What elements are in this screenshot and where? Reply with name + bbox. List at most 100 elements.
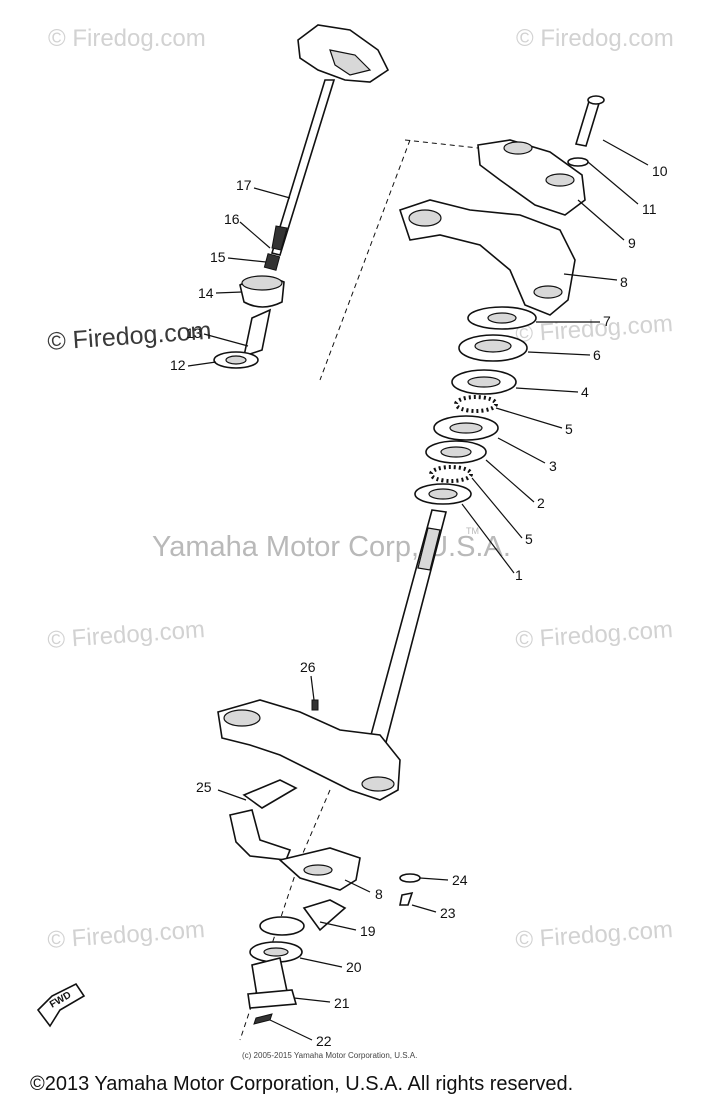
bolt-10 bbox=[574, 97, 602, 147]
callout-9: 9 bbox=[628, 235, 636, 251]
small-nut bbox=[263, 253, 281, 271]
callout-16: 16 bbox=[224, 211, 240, 227]
bolt-10-head bbox=[587, 95, 605, 105]
guide-line-upper bbox=[319, 139, 411, 381]
fwd-arrow: FWD bbox=[36, 982, 86, 1028]
callout-25: 25 bbox=[196, 779, 212, 795]
collar-21-flange bbox=[247, 989, 298, 1009]
callout-24: 24 bbox=[452, 872, 468, 888]
cover-6-hole bbox=[474, 339, 512, 353]
collar-top bbox=[241, 275, 283, 291]
ring-nut-7-hole bbox=[487, 312, 517, 324]
holder-hole-b bbox=[545, 173, 575, 187]
callout-7: 7 bbox=[603, 313, 611, 329]
leader-4 bbox=[515, 387, 579, 393]
leader-25 bbox=[217, 789, 247, 801]
lower-bracket bbox=[217, 699, 401, 801]
callout-12: 12 bbox=[170, 357, 186, 373]
callout-3: 3 bbox=[549, 458, 557, 474]
plate-19 bbox=[259, 916, 305, 936]
leader-19 bbox=[319, 921, 357, 931]
leader-16 bbox=[239, 221, 271, 249]
leader-17 bbox=[253, 187, 291, 199]
washer-20-hole bbox=[263, 947, 289, 957]
race-3-hole bbox=[449, 422, 483, 434]
watermark-lower-left: © Firedog.com bbox=[47, 616, 206, 654]
callout-5-lower: 5 bbox=[525, 531, 533, 547]
callout-11: 11 bbox=[642, 201, 657, 217]
watermark-bottom-right: © Firedog.com bbox=[515, 916, 674, 954]
callout-15: 15 bbox=[210, 249, 226, 265]
brand-watermark: Yamaha Motor Corp, U.S.A. bbox=[152, 531, 511, 563]
leader-12 bbox=[187, 361, 217, 367]
stay-25 bbox=[229, 809, 292, 861]
holder-hole-a bbox=[503, 141, 533, 155]
leader-23 bbox=[411, 904, 437, 913]
callout-22: 22 bbox=[316, 1033, 332, 1049]
callout-21: 21 bbox=[334, 995, 350, 1011]
guide-line-lower-joint bbox=[299, 789, 331, 861]
callout-labels: 10 11 9 8 7 6 4 5 3 2 5 1 17 16 15 14 13… bbox=[170, 163, 668, 1049]
race-2-hole bbox=[440, 446, 472, 458]
leader-10 bbox=[602, 139, 649, 166]
watermarks: © Firedog.com © Firedog.com © Firedog.co… bbox=[46, 25, 673, 954]
handlebar-bolt-assembly bbox=[213, 24, 390, 369]
lower-parts bbox=[229, 779, 421, 1025]
guide-line-top bbox=[404, 139, 479, 149]
leader-15 bbox=[227, 257, 267, 263]
small-copyright: (c) 2005-2015 Yamaha Motor Corporation, … bbox=[242, 1051, 417, 1060]
race-4-hole bbox=[467, 376, 501, 388]
callout-17: 17 bbox=[236, 177, 252, 193]
upper-bracket-assembly bbox=[398, 95, 605, 316]
callout-10: 10 bbox=[652, 163, 668, 179]
leader-5-upper bbox=[495, 407, 563, 429]
leader-11 bbox=[587, 161, 639, 205]
watermark-mid-right: © Firedog.com bbox=[515, 310, 674, 348]
lower-bracket-hole-right bbox=[361, 776, 395, 792]
bracket-hole-bottom bbox=[533, 285, 563, 299]
watermark-bottom-left: © Firedog.com bbox=[47, 916, 206, 954]
plate-19-tab bbox=[302, 899, 347, 932]
callout-4: 4 bbox=[581, 384, 589, 400]
pin-22 bbox=[253, 1013, 273, 1025]
stopper-25 bbox=[242, 779, 298, 809]
leader-14 bbox=[215, 291, 243, 294]
leader-21 bbox=[293, 997, 331, 1003]
leader-13 bbox=[203, 333, 249, 347]
leader-22 bbox=[269, 1019, 313, 1041]
bearing-stack bbox=[414, 306, 537, 505]
leader-24 bbox=[419, 877, 449, 881]
watermark-top-left: © Firedog.com bbox=[48, 25, 206, 52]
leader-2 bbox=[485, 459, 535, 503]
washer-24 bbox=[399, 873, 421, 883]
watermark-top-right: © Firedog.com bbox=[516, 25, 674, 52]
callout-2: 2 bbox=[537, 495, 545, 511]
callout-8-lower: 8 bbox=[375, 886, 383, 902]
steering-stem bbox=[217, 509, 448, 801]
bracket-hole-left bbox=[408, 209, 442, 227]
leader-8-upper bbox=[563, 273, 618, 281]
bolt-23 bbox=[399, 891, 414, 906]
callout-13: 13 bbox=[186, 325, 202, 341]
leader-3 bbox=[497, 437, 546, 464]
balls-5-upper bbox=[454, 395, 498, 413]
washer-12-inner bbox=[225, 355, 247, 365]
callout-23: 23 bbox=[440, 905, 456, 921]
callout-19: 19 bbox=[360, 923, 376, 939]
stem-thread bbox=[417, 527, 441, 571]
callout-1: 1 bbox=[515, 567, 523, 583]
leader-9 bbox=[577, 199, 625, 241]
leader-20 bbox=[299, 957, 343, 968]
bolt-thread bbox=[271, 225, 288, 251]
callout-14: 14 bbox=[198, 285, 214, 301]
callout-8-upper: 8 bbox=[620, 274, 628, 290]
leader-26 bbox=[310, 675, 315, 701]
footer-copyright: ©2013 Yamaha Motor Corporation, U.S.A. A… bbox=[30, 1073, 573, 1095]
callout-20: 20 bbox=[346, 959, 362, 975]
leader-1 bbox=[461, 503, 515, 574]
balls-5-lower bbox=[429, 465, 473, 483]
leader-8-lower bbox=[344, 879, 371, 893]
long-bolt bbox=[270, 79, 336, 256]
callout-6: 6 bbox=[593, 347, 601, 363]
